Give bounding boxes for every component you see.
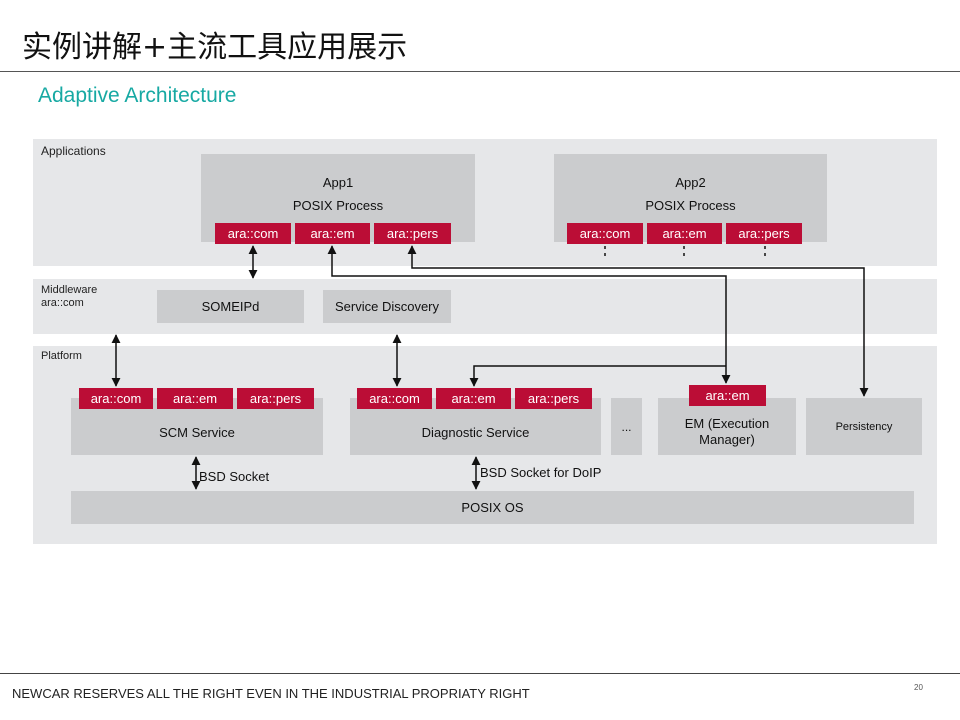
service-discovery-box: Service Discovery — [323, 290, 451, 323]
slide-title: 实例讲解+主流工具应用展示 — [22, 30, 408, 65]
persistency-box: Persistency — [806, 398, 922, 455]
app2-ara-em-tag: ara::em — [647, 223, 722, 244]
footer-divider — [0, 673, 960, 674]
app2-process-label: POSIX Process — [645, 198, 736, 213]
footer-copyright: NEWCAR RESERVES ALL THE RIGHT EVEN IN TH… — [12, 686, 530, 701]
app1-ara-com-tag: ara::com — [215, 223, 291, 244]
someipd-box: SOMEIPd — [157, 290, 304, 323]
app2-ara-com-tag: ara::com — [567, 223, 643, 244]
title-divider — [0, 71, 960, 72]
diagnostic-ara-com-tag: ara::com — [357, 388, 432, 409]
scm-ara-com-tag: ara::com — [79, 388, 153, 409]
bsd-socket-label: BSD Socket — [199, 469, 270, 484]
bsd-socket-doip-label: BSD Socket for DoIP — [480, 465, 602, 480]
execution-manager-box: EM (Execution Manager) — [658, 398, 796, 455]
app1-ara-pers-tag: ara::pers — [374, 223, 451, 244]
app2-name: App2 — [675, 175, 706, 190]
scm-ara-pers-tag: ara::pers — [237, 388, 314, 409]
scm-ara-em-tag: ara::em — [157, 388, 233, 409]
more-services-ellipsis: ... — [611, 398, 642, 455]
app1-ara-em-tag: ara::em — [295, 223, 370, 244]
app1-process-label: POSIX Process — [292, 198, 384, 213]
app2-ara-pers-tag: ara::pers — [726, 223, 802, 244]
posix-os-box: POSIX OS — [71, 491, 914, 524]
middleware-layer-label: Middleware — [41, 284, 98, 296]
app1-name: App1 — [322, 175, 354, 190]
page-number: 20 — [914, 683, 923, 692]
diagnostic-ara-pers-tag: ara::pers — [515, 388, 592, 409]
applications-layer-label: Applications — [41, 144, 106, 158]
middleware-layer-sublabel: ara::com — [41, 297, 84, 309]
platform-layer-label: Platform — [41, 350, 82, 362]
diagnostic-ara-em-tag: ara::em — [436, 388, 511, 409]
diagram-subtitle: Adaptive Architecture — [38, 84, 237, 107]
em-ara-em-tag: ara::em — [689, 385, 766, 406]
